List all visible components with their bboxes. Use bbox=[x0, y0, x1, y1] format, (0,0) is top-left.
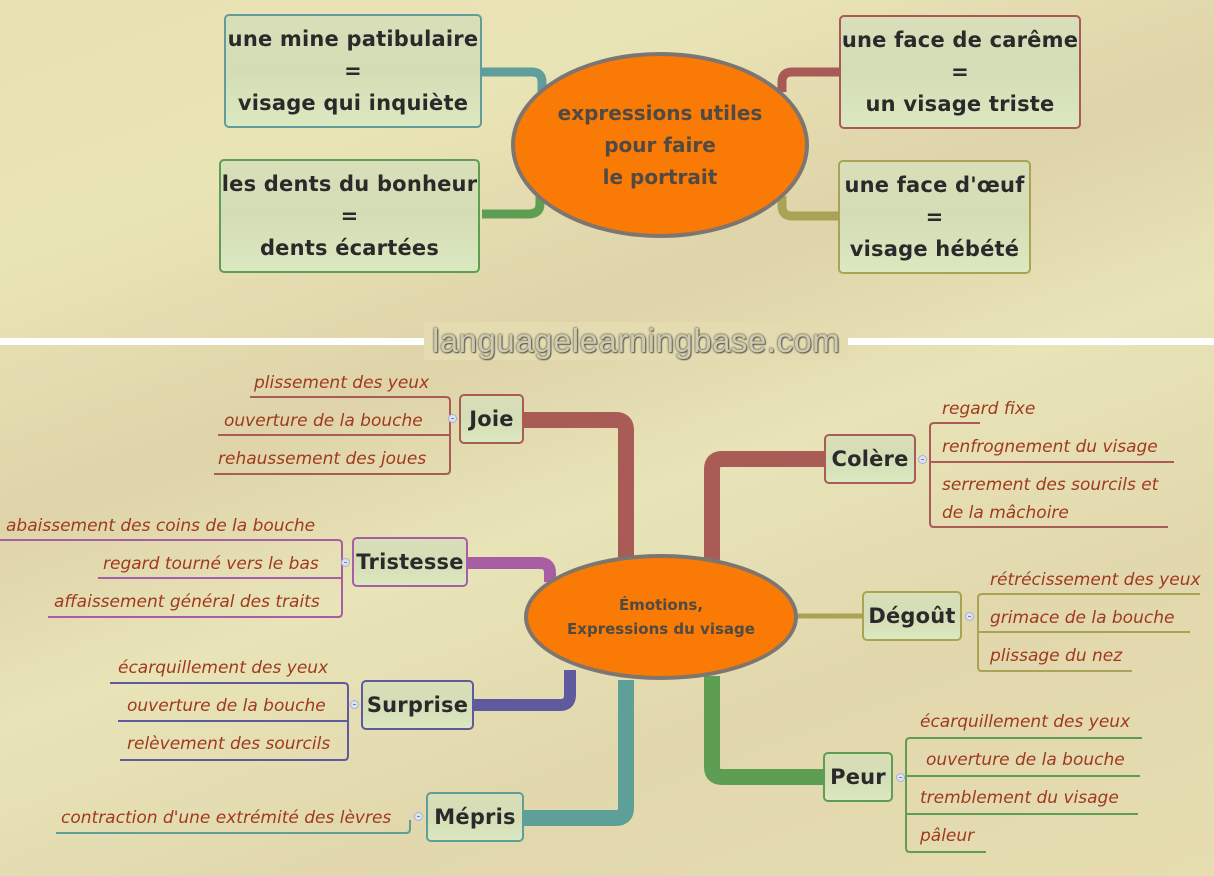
node-text: = bbox=[340, 204, 359, 228]
topic-peur[interactable]: Peur bbox=[823, 752, 893, 802]
topic-colere[interactable]: Colère bbox=[824, 434, 916, 484]
watermark: languagelearningbase.com bbox=[424, 322, 849, 360]
leaf-item: renfrognement du visage bbox=[942, 437, 1158, 457]
node-text: = bbox=[925, 205, 944, 229]
node-text: visage qui inquiète bbox=[237, 91, 469, 115]
leaf-item: écarquillement des yeux bbox=[920, 712, 1131, 732]
node-text: = bbox=[344, 59, 362, 83]
node-text: les dents du bonheur bbox=[221, 172, 478, 196]
node-text: un visage triste bbox=[865, 92, 1055, 116]
leaf-item: ouverture de la bouche bbox=[127, 696, 326, 716]
leaf-item: abaissement des coins de la bouche bbox=[6, 516, 316, 536]
node-face-de-careme[interactable]: une face de carême = un visage triste bbox=[839, 15, 1081, 129]
collapse-icon[interactable] bbox=[896, 773, 905, 782]
leaf-item: plissage du nez bbox=[990, 646, 1123, 666]
leaf-item: grimace de la bouche bbox=[990, 608, 1175, 628]
collapse-icon[interactable] bbox=[448, 414, 457, 423]
central-topic-text: Émotions, bbox=[618, 596, 704, 614]
central-topic-text: pour faire bbox=[604, 133, 716, 157]
leaf-item: écarquillement des yeux bbox=[118, 658, 329, 678]
node-text: une mine patibulaire bbox=[227, 27, 479, 51]
node-face-d-oeuf[interactable]: une face d'œuf = visage hébété bbox=[838, 160, 1031, 274]
leaf-item: plissement des yeux bbox=[254, 373, 430, 393]
leaf-item: contraction d'une extrémité des lèvres bbox=[61, 808, 392, 828]
topic-surprise[interactable]: Surprise bbox=[361, 680, 474, 730]
central-topic-text: expressions utiles bbox=[557, 101, 763, 125]
collapse-icon[interactable] bbox=[918, 455, 927, 464]
topic-label: Dégoût bbox=[868, 604, 956, 628]
leaf-item: relèvement des sourcils bbox=[127, 734, 331, 754]
topic-tristesse[interactable]: Tristesse bbox=[352, 537, 468, 587]
central-topic-portrait[interactable]: expressions utiles pour faire le portrai… bbox=[511, 52, 809, 238]
leaf-item: regard tourné vers le bas bbox=[103, 554, 319, 574]
leaf-item: ouverture de la bouche bbox=[224, 411, 423, 431]
topic-label: Peur bbox=[830, 765, 886, 789]
leaf-item: affaissement général des traits bbox=[54, 592, 320, 612]
topic-label: Tristesse bbox=[356, 550, 464, 574]
node-dents-du-bonheur[interactable]: les dents du bonheur = dents écartées bbox=[219, 159, 480, 273]
leaf-item: pâleur bbox=[920, 826, 975, 846]
topic-label: Mépris bbox=[434, 805, 516, 829]
leaf-item: regard fixe bbox=[942, 399, 1036, 419]
topic-degout[interactable]: Dégoût bbox=[862, 591, 962, 641]
node-text: dents écartées bbox=[259, 236, 440, 260]
topic-label: Colère bbox=[831, 447, 909, 471]
leaf-item: tremblement du visage bbox=[920, 788, 1119, 808]
node-text: = bbox=[951, 60, 969, 84]
leaf-item: serrement des sourcils et bbox=[942, 475, 1159, 495]
node-text: une face d'œuf bbox=[844, 173, 1025, 197]
central-topic-text: Expressions du visage bbox=[567, 620, 755, 638]
node-text: une face de carême bbox=[841, 28, 1079, 52]
leaf-item: rétrécissement des yeux bbox=[990, 570, 1201, 590]
node-mine-patibulaire[interactable]: une mine patibulaire = visage qui inquiè… bbox=[224, 14, 482, 128]
leaf-item: rehaussement des joues bbox=[218, 449, 427, 469]
collapse-icon[interactable] bbox=[414, 812, 423, 821]
topic-mepris[interactable]: Mépris bbox=[426, 792, 524, 842]
topic-label: Joie bbox=[469, 407, 514, 431]
collapse-icon[interactable] bbox=[341, 558, 350, 567]
topic-joie[interactable]: Joie bbox=[459, 394, 524, 444]
topic-label: Surprise bbox=[366, 693, 469, 717]
node-text: visage hébété bbox=[849, 237, 1020, 261]
collapse-icon[interactable] bbox=[965, 612, 974, 621]
leaf-item: ouverture de la bouche bbox=[926, 750, 1125, 770]
leaf-item: de la mâchoire bbox=[942, 503, 1069, 523]
central-topic-text: le portrait bbox=[602, 165, 718, 189]
central-topic-emotions[interactable]: Émotions, Expressions du visage bbox=[524, 554, 798, 680]
collapse-icon[interactable] bbox=[350, 700, 359, 709]
